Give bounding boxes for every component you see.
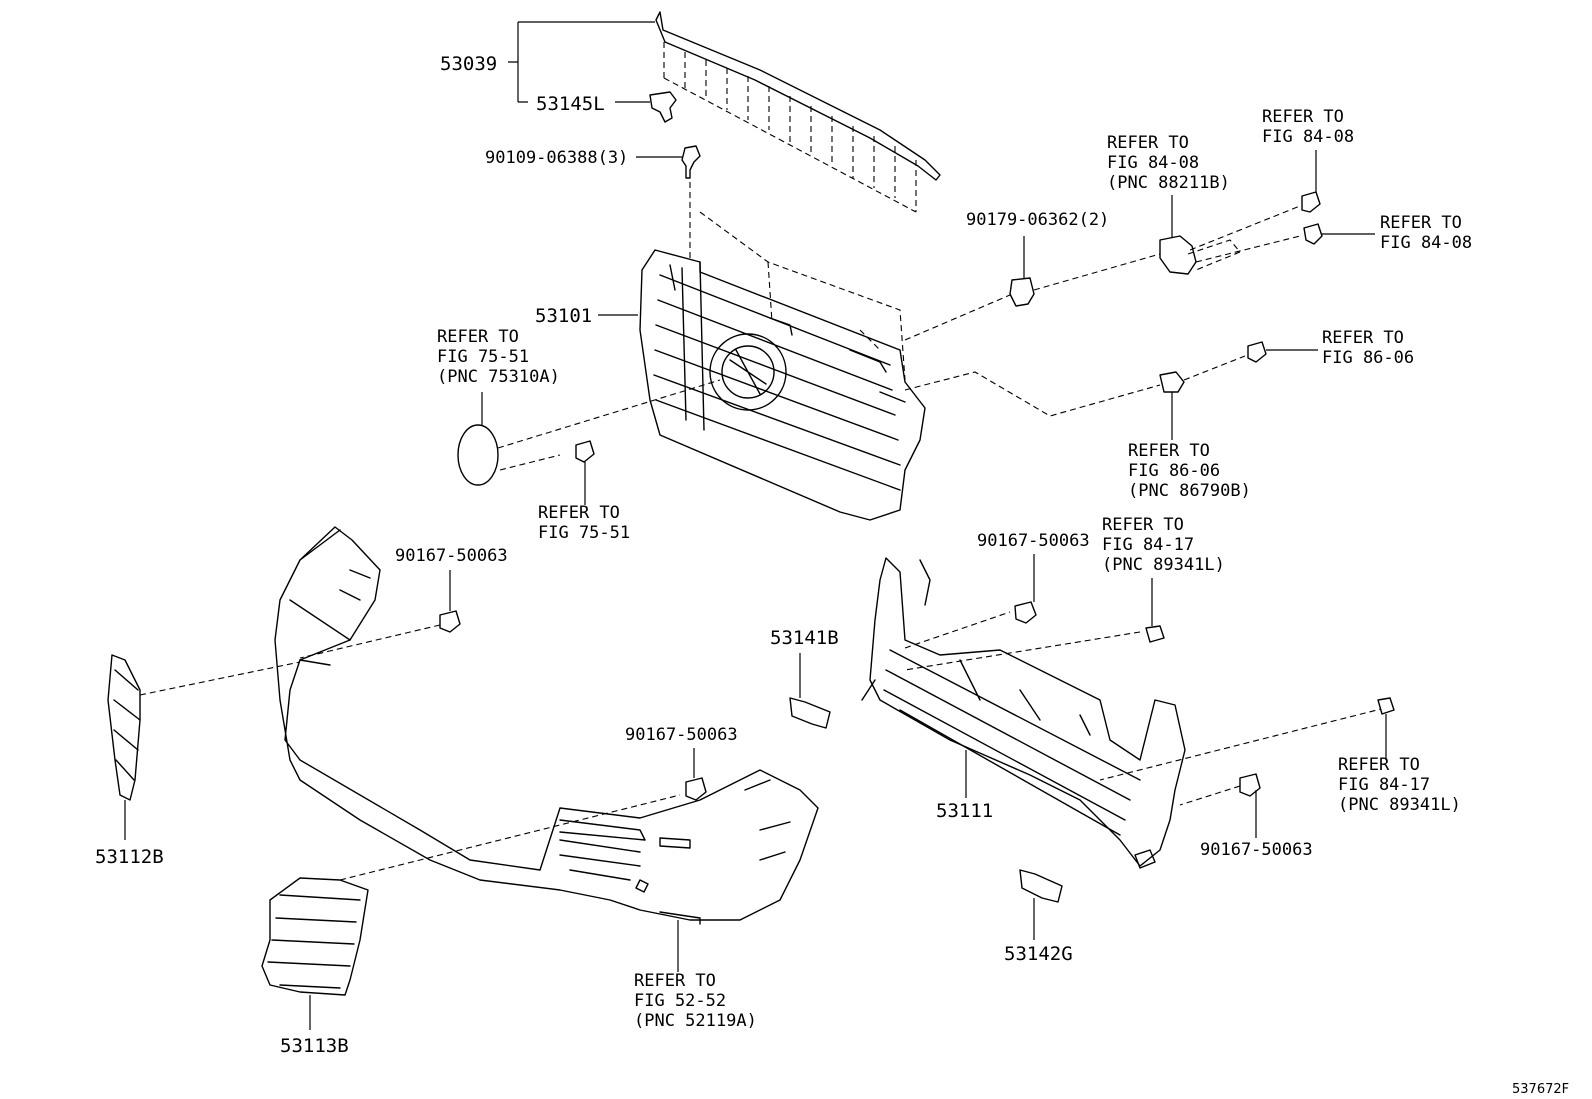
- screw-90167-b: 90167-50063: [625, 725, 738, 801]
- screw-90167-d: 90167-50063: [1200, 773, 1313, 860]
- svg-text:90167-50063: 90167-50063: [625, 725, 738, 745]
- bolt-90109: 90109-06388(3): [485, 145, 701, 260]
- svg-text:90167-50063: 90167-50063: [977, 531, 1090, 551]
- screw-90167-a: 90167-50063: [299, 546, 508, 659]
- callout-53039: 53039: [440, 21, 655, 103]
- grille-molding-53039: [655, 11, 941, 213]
- svg-text:53111: 53111: [936, 800, 993, 822]
- svg-text:90179-06362(2): 90179-06362(2): [966, 210, 1109, 230]
- svg-text:53145L: 53145L: [536, 93, 605, 115]
- bracket-53141B: 53141B: [770, 627, 839, 729]
- lower-grille-53111: 53111: [861, 557, 1386, 869]
- radiator-grille-53101: [639, 211, 926, 521]
- svg-text:90167-50063: 90167-50063: [1200, 840, 1313, 860]
- svg-text:90109-06388(3): 90109-06388(3): [485, 148, 628, 168]
- screw-90167-c: 90167-50063: [977, 531, 1090, 624]
- svg-text:53039: 53039: [440, 53, 497, 75]
- clip-53145L: 53145L: [536, 91, 677, 123]
- illustration-id: 537672F: [1512, 1082, 1569, 1097]
- svg-text:53142G: 53142G: [1004, 943, 1073, 965]
- callout-53101: 53101: [535, 305, 638, 327]
- bracket-53142G: 53142G: [1004, 869, 1073, 965]
- svg-text:53101: 53101: [535, 305, 592, 327]
- svg-text:53112B: 53112B: [95, 846, 164, 868]
- svg-text:53141B: 53141B: [770, 627, 839, 649]
- svg-text:90167-50063: 90167-50063: [395, 546, 508, 566]
- svg-text:53113B: 53113B: [280, 1035, 349, 1057]
- bumper-cover: [274, 526, 819, 925]
- cover-53112B: 53112B: [95, 654, 301, 868]
- nut-90179: 90179-06362(2): [904, 210, 1161, 341]
- garnish-53113B: 53113B: [261, 794, 681, 1057]
